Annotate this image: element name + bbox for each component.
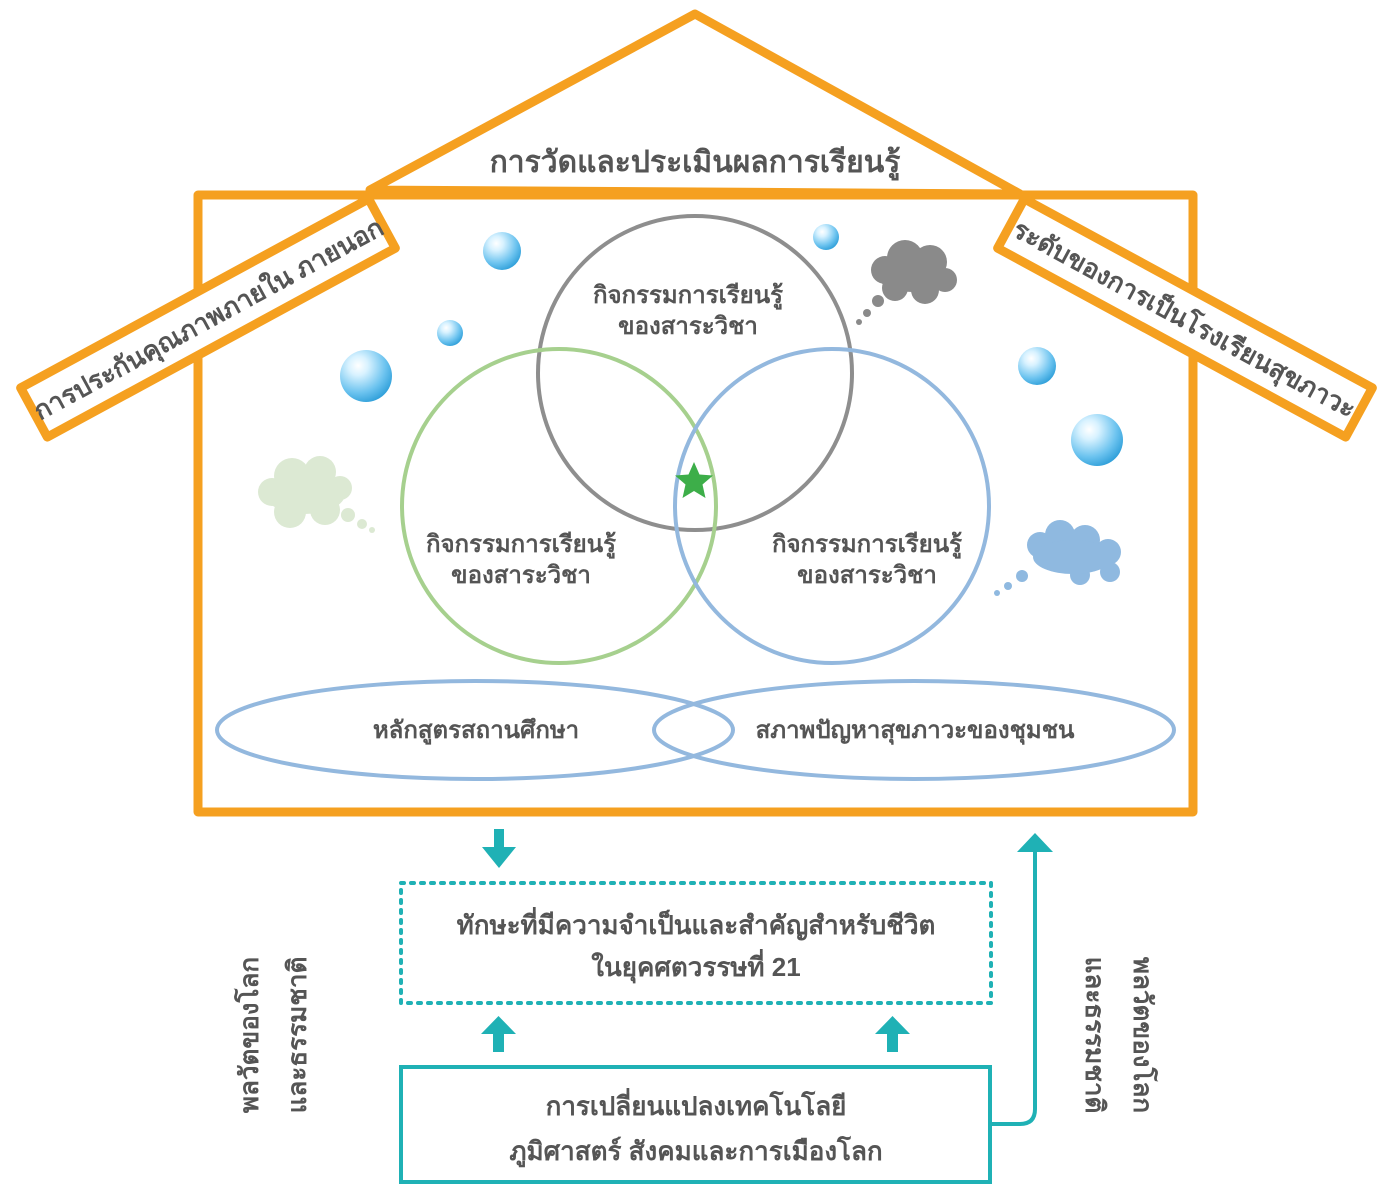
arrow-up-icon bbox=[1017, 833, 1053, 852]
circle-top-label-1: กิจกรรมการเรียนรู้ bbox=[593, 282, 783, 310]
roof-title: การวัดและประเมินผลการเรียนรู้ bbox=[490, 146, 901, 181]
water-drop-icon bbox=[813, 224, 839, 250]
circle-right bbox=[673, 347, 991, 665]
thought-cloud-icon bbox=[258, 456, 375, 533]
skills-box bbox=[399, 881, 993, 1005]
side-left-label-2: และธรรมชาติ bbox=[282, 957, 312, 1114]
water-drop-icon bbox=[483, 232, 521, 270]
bubbles bbox=[340, 224, 1123, 466]
arrow-up-icon bbox=[481, 1016, 516, 1052]
circle-left-label-2: ของสาระวิชา bbox=[451, 562, 591, 589]
side-left-label-1: พลวัตของโลก bbox=[233, 957, 264, 1113]
skills-label-1: ทักษะที่มีความจำเป็นและสำคัญสำหรับชีวิต bbox=[457, 906, 936, 941]
side-right-label-2: และธรรมชาติ bbox=[1080, 957, 1110, 1114]
ellipse-community bbox=[652, 679, 1176, 781]
arrow-down-icon bbox=[482, 829, 516, 868]
skills-label-2: ในยุคศตวรรษที่ 21 bbox=[591, 948, 800, 984]
thought-cloud-icon bbox=[856, 240, 957, 325]
circle-top-label-2: ของสาระวิชา bbox=[618, 313, 758, 340]
circle-right-label-1: กิจกรรมการเรียนรู้ bbox=[772, 531, 962, 559]
right-eave: ระดับของการเป็นโรงเรียนสุขภาวะ bbox=[993, 194, 1377, 442]
right-eave-board bbox=[993, 194, 1377, 442]
circle-top bbox=[536, 214, 854, 532]
change-label-1: การเปลี่ยนแปลงเทคโนโลยี bbox=[546, 1087, 847, 1121]
water-drop-icon bbox=[1018, 347, 1056, 385]
ellipse-curriculum-label: หลักสูตรสถานศึกษา bbox=[373, 717, 579, 745]
circle-left-label-1: กิจกรรมการเรียนรู้ bbox=[426, 531, 616, 559]
change-box bbox=[399, 1065, 992, 1184]
circle-left bbox=[400, 347, 718, 665]
change-label-2: ภูมิศาสตร์ สังคมและการเมืองโลก bbox=[509, 1135, 882, 1168]
right-eave-label: ระดับของการเป็นโรงเรียนสุขภาวะ bbox=[1007, 213, 1361, 426]
water-drop-icon bbox=[437, 320, 463, 346]
thought-cloud-icon bbox=[994, 520, 1121, 596]
ellipse-curriculum bbox=[215, 679, 735, 781]
left-eave-board bbox=[16, 194, 400, 442]
left-eave: การประกันคุณภาพภายใน ภายนอก bbox=[16, 194, 400, 442]
water-drop-icon bbox=[1071, 414, 1123, 466]
left-eave-label: การประกันคุณภาพภายใน ภายนอก bbox=[28, 212, 389, 428]
water-drop-icon bbox=[340, 350, 392, 402]
star-icon bbox=[675, 462, 713, 498]
circle-right-label-2: ของสาระวิชา bbox=[797, 562, 937, 589]
side-right-label-1: พลวัตของโลก bbox=[1128, 957, 1159, 1113]
roof-triangle bbox=[365, 9, 1025, 199]
connector-arrow bbox=[992, 852, 1037, 1126]
arrow-up-icon bbox=[875, 1016, 910, 1052]
ellipse-community-label: สภาพปัญหาสุขภาวะของชุมชน bbox=[756, 717, 1075, 746]
house bbox=[193, 9, 1198, 817]
